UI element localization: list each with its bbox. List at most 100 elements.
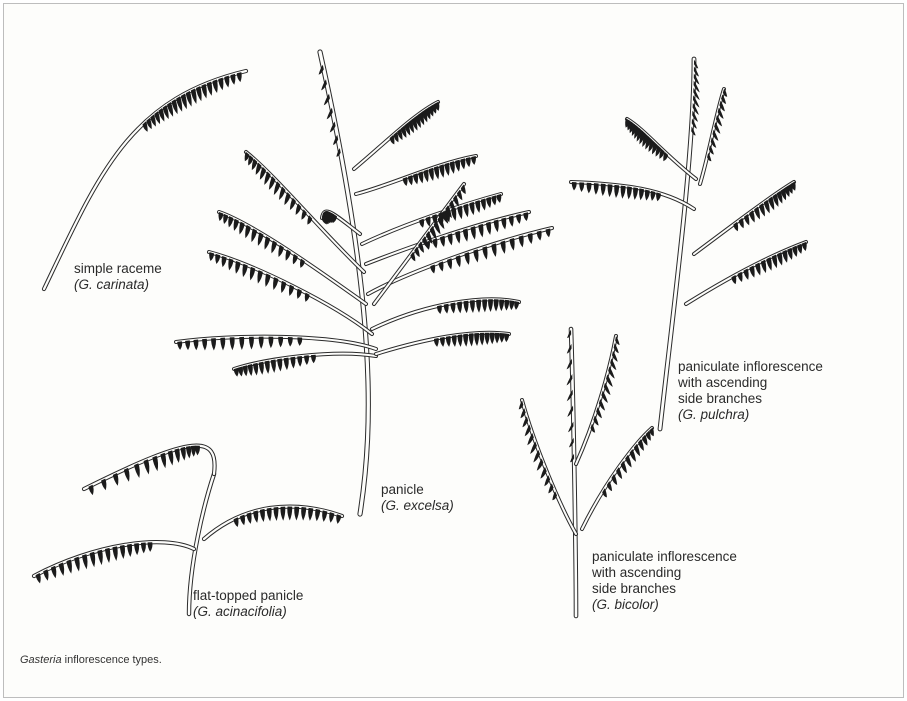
panicle-branch-flower: [482, 299, 488, 313]
panicle-branch-flower: [223, 213, 229, 225]
panicle-top-flower: [336, 148, 341, 157]
panicle-branch-flower: [523, 212, 529, 222]
bicolor-branch-fill: [575, 335, 617, 465]
panicle-branch-flower: [218, 211, 224, 222]
panicle-branch-flower: [285, 249, 291, 261]
panicle-branch-flower: [469, 300, 475, 313]
label-pulchra-species: (G. pulchra): [678, 407, 750, 422]
pulchra-branch-flower: [766, 257, 772, 271]
panicle-branch-flower: [456, 189, 463, 201]
flat-branch-flower: [101, 478, 107, 491]
bicolor-branch-flower: [608, 366, 615, 379]
panicle-branch-flower: [257, 270, 263, 284]
caption-genus: Gasteria: [20, 654, 62, 666]
flat-branch-flower: [74, 556, 80, 572]
panicle-branch-flower: [433, 220, 441, 235]
pulchra-branch-flower: [644, 189, 650, 201]
panicle-branch-flower: [445, 336, 451, 347]
flat-branch-flower: [266, 507, 272, 522]
bicolor-top-flower: [568, 437, 574, 448]
pulchra-branch-flower: [737, 271, 743, 282]
pulchra-branch-flower: [645, 136, 652, 150]
pulchra-branch-flower: [759, 203, 765, 217]
raceme-flower: [190, 88, 197, 104]
pulchra-branch-flower: [659, 148, 665, 159]
panicle-branch-flower: [221, 255, 227, 268]
panicle-branch-flower: [444, 162, 450, 176]
pulchra-branch-flower: [763, 199, 770, 214]
panicle-branch-flower: [228, 216, 234, 228]
pulchra-branch-flower: [743, 214, 750, 226]
pulchra-branch-flower: [579, 182, 585, 192]
panicle-branch-flower: [504, 299, 510, 311]
panicle-branch-flower: [270, 359, 276, 373]
panicle-branch-flower: [258, 361, 264, 375]
panicle-branch-flower: [287, 337, 293, 347]
bicolor-branch-flower: [527, 432, 534, 446]
pulchra-branch-flower: [714, 122, 721, 134]
panicle-branch-flower: [449, 161, 455, 174]
flat-branch-flower: [253, 510, 259, 523]
pulchra-branch-flower: [650, 190, 656, 201]
bicolor-branch-flower: [615, 336, 620, 345]
bicolor-top-flower: [567, 329, 572, 339]
panicle-branch-flower: [278, 336, 284, 348]
flat-branch-flower: [152, 455, 159, 472]
bicolor-branch-flower: [638, 439, 644, 451]
panicle-branch-flower: [486, 221, 492, 235]
pulchra-branch-flower: [743, 268, 749, 280]
flat-branch-flower: [119, 544, 125, 559]
panicle-branch-outline: [360, 192, 503, 246]
panicle-branch-flower: [489, 332, 495, 345]
flat-branch-flower: [246, 512, 252, 524]
panicle-branch-flower: [404, 122, 411, 136]
panicle-branch-flower: [278, 244, 284, 258]
label-bicolor-line3: side branches: [592, 581, 677, 596]
bicolor-branch-flower: [612, 350, 618, 362]
flat-branch-flower: [273, 507, 279, 521]
label-pulchra-line1: paniculate inflorescence: [678, 359, 823, 374]
flat-branch-flower: [105, 547, 111, 564]
panicle-branch-flower: [237, 366, 243, 377]
raceme-flower: [185, 91, 192, 107]
panicle-branch-flower: [433, 338, 439, 347]
panicle-branch-flower: [491, 195, 497, 206]
panicle-branch-flower: [295, 203, 302, 215]
panicle-branch-flower: [268, 336, 274, 349]
panicle-branch-flower: [491, 243, 497, 257]
panicle-branch-flower: [445, 205, 452, 219]
panicle-branch-flower: [259, 166, 267, 180]
bicolor-branch-flower: [593, 415, 599, 426]
panicle-branch-flower: [460, 184, 466, 194]
pulchra-branch-flower: [655, 145, 662, 157]
flat-branch-flower: [143, 459, 150, 475]
raceme-flower: [158, 108, 165, 122]
panicle-branch-flower: [402, 176, 408, 186]
panicle-branch-flower: [292, 253, 298, 265]
bicolor-branch-flower: [610, 358, 617, 371]
panicle-branch-flower: [300, 258, 305, 268]
panicle-branch-flower: [307, 215, 313, 225]
panicle-branch-flower: [463, 203, 469, 218]
panicle-branch-flower: [527, 232, 533, 245]
panicle-branch-flower: [229, 337, 235, 351]
pulchra-branch-flower: [722, 88, 728, 97]
flat-branch-flower: [147, 542, 153, 552]
panicle-branch-flower: [233, 218, 239, 231]
bicolor-top-flower: [567, 405, 574, 417]
pulchra-branch-flower: [801, 241, 807, 251]
panicle-top-flower: [323, 93, 330, 106]
bicolor-branch-flower: [633, 443, 641, 457]
panicle-branch-flower: [453, 194, 459, 207]
raceme-flower: [218, 77, 224, 91]
flat-branch-flower: [89, 551, 96, 568]
panicle-branch-flower: [433, 165, 440, 180]
panicle-branch-flower: [209, 252, 214, 262]
panicle-branch-flower: [253, 362, 259, 376]
bicolor-branch-flower: [590, 423, 596, 433]
flat-branch-flower: [88, 484, 94, 496]
flat-branch-flower: [174, 448, 180, 463]
pulchra-branch-flower: [733, 221, 739, 232]
panicle-branch-flower: [264, 171, 271, 185]
panicle-branch-flower: [455, 230, 461, 244]
